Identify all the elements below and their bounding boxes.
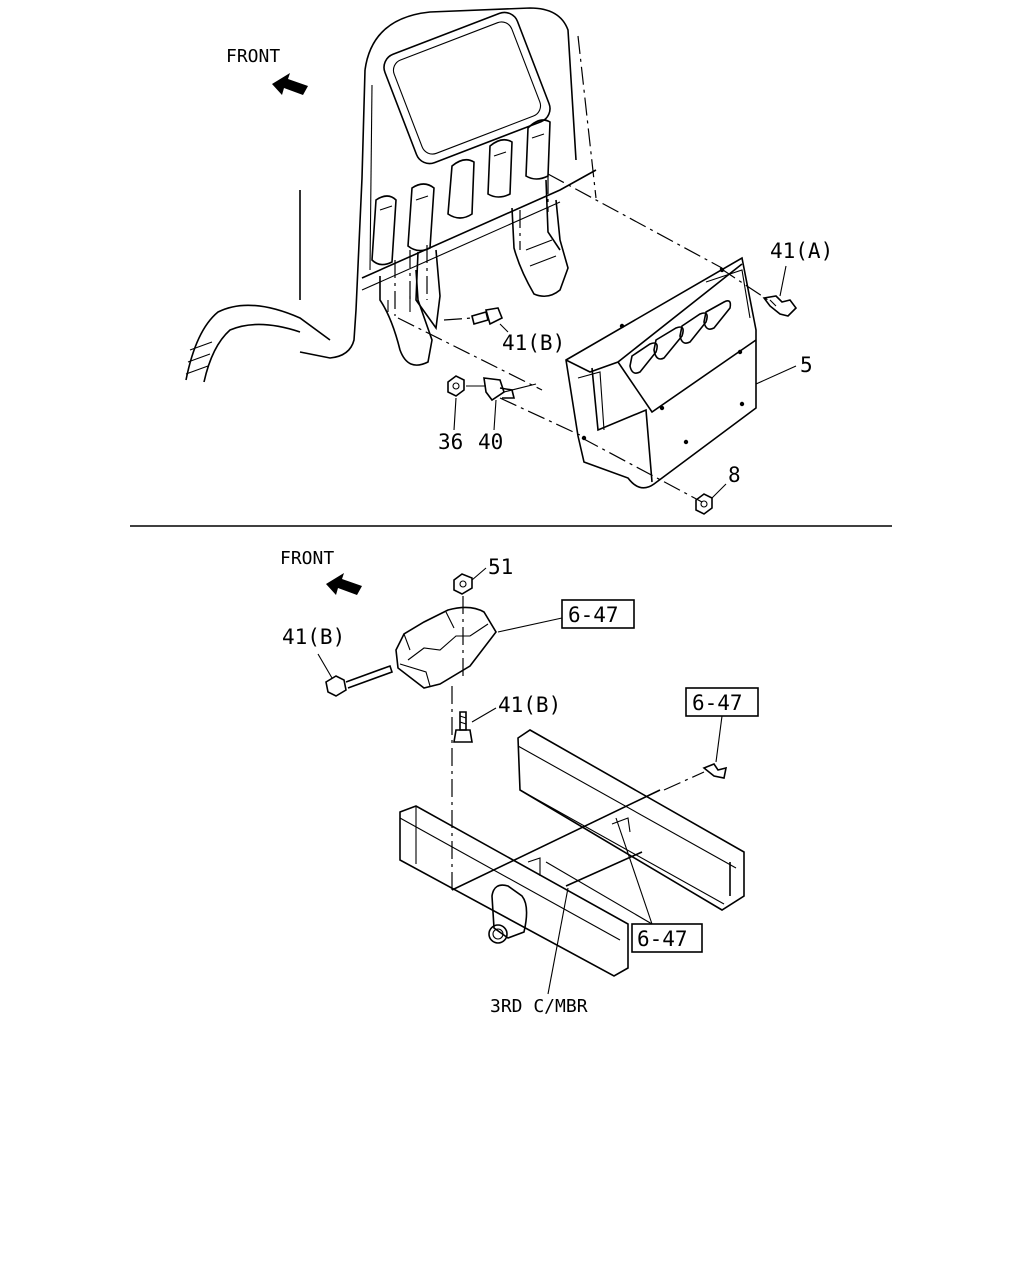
member-label: 3RD C/MBR [490, 996, 588, 1017]
callout-41b-left: 41(B) [282, 625, 345, 649]
bottom-view: FRONT 51 6-47 41(B) [280, 548, 759, 1017]
callout-40: 40 [478, 430, 503, 454]
callout-41b-top: 41(B) [502, 331, 565, 355]
top-view: FRONT [185, 7, 833, 515]
ref-box-top [561, 599, 635, 629]
callout-41a: 41(A) [770, 239, 833, 263]
ref-box-bottom [631, 923, 703, 953]
clip-icon [483, 377, 537, 402]
ref-6-47-bottom: 6-47 [637, 927, 688, 951]
frame-crossmember [399, 729, 745, 977]
bolt-icon [325, 664, 394, 697]
ref-6-47-top: 6-47 [568, 603, 619, 627]
bolt-icon [702, 763, 728, 779]
callout-8: 8 [728, 463, 741, 487]
callout-41b-bolt: 41(B) [498, 693, 561, 717]
bolt-icon [443, 307, 504, 326]
callout-5: 5 [800, 353, 813, 377]
callout-51: 51 [488, 555, 513, 579]
cab-brackets [379, 176, 569, 366]
cover-part-5 [565, 256, 757, 489]
bracket-part [395, 606, 497, 689]
nut-icon [453, 573, 473, 595]
ref-6-47-right: 6-47 [692, 691, 743, 715]
bottom-front-label: FRONT [280, 548, 334, 569]
bolt-icon [762, 295, 798, 317]
nut-icon [695, 493, 713, 515]
nut-icon [447, 375, 465, 397]
callout-36: 36 [438, 430, 463, 454]
front-arrow-icon [326, 573, 362, 595]
front-arrow-icon [272, 73, 308, 95]
bolt-icon [453, 711, 473, 743]
top-front-label: FRONT [226, 46, 280, 67]
